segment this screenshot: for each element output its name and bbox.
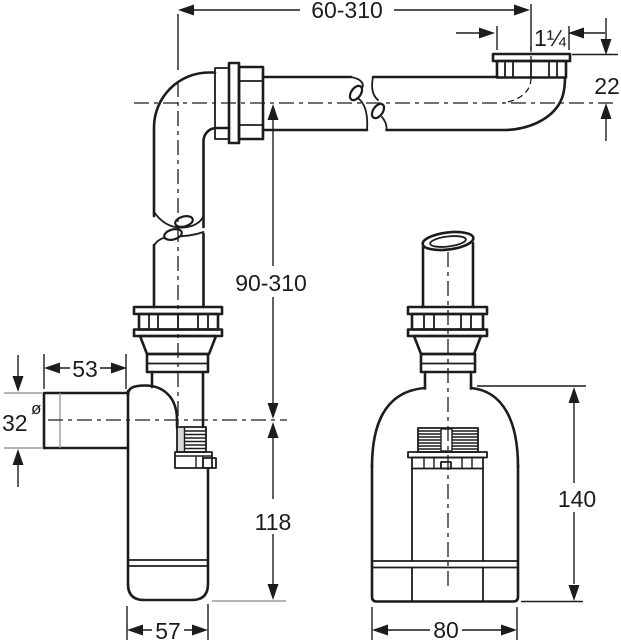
dim-inlet-length-label: 53 (72, 356, 98, 382)
bend-hidden-centerline (502, 77, 532, 104)
arrowhead-down (568, 585, 580, 601)
break-curl (163, 228, 183, 241)
body-dome (126, 384, 179, 429)
arrowhead-right (514, 4, 530, 16)
horizontal-pipe (261, 75, 508, 132)
thread-ridges (183, 427, 206, 452)
pipe-into-dome (423, 370, 473, 390)
dim-side-width-label: 57 (155, 618, 181, 642)
trap-dome-front (370, 386, 520, 603)
thread-shade (177, 428, 185, 451)
arrowhead-left (372, 624, 388, 636)
extension-lines-gray (4, 392, 42, 449)
dim-adjustable-height-label: 90-310 (235, 270, 307, 296)
arrowhead-right (111, 362, 127, 374)
nut-facets (423, 313, 472, 331)
pipe-open-end-outer (421, 230, 475, 252)
arrowhead-up (568, 387, 580, 403)
dim-top-span-label: 60-310 (311, 0, 383, 23)
right-bend-pipe (502, 76, 567, 132)
extension-lines (496, 26, 570, 50)
dimension-side-height: 118 (212, 422, 292, 602)
thread-key-slot (440, 428, 453, 452)
arrowhead-down (267, 403, 279, 419)
inner-tube-edges (411, 467, 484, 602)
left-elbow-fitting (152, 67, 231, 229)
dimension-drop-height: 22 (572, 18, 620, 141)
dome-left-curve (370, 386, 427, 469)
dome-right-curve (469, 386, 520, 469)
break-curve (371, 76, 379, 101)
arrowhead-left (44, 362, 60, 374)
locknut-body (174, 451, 213, 469)
pipe-open-end-inner (429, 235, 467, 248)
cup-joint-lines (127, 559, 209, 567)
trap-body-side (126, 384, 210, 602)
cup-joint-lines (371, 560, 519, 569)
dim-connection-size-label: 1¼ (534, 25, 567, 51)
dimension-adjustable-height: 90-310 (235, 104, 307, 419)
locknut-step (202, 457, 217, 469)
dimension-front-height: 140 (477, 385, 596, 603)
inlet-outline (42, 391, 130, 450)
break-curl (370, 102, 386, 120)
arrowhead-down (267, 584, 279, 600)
arrowhead-up (267, 104, 279, 120)
elbow-outer-edge (152, 71, 217, 218)
front-view-trap (370, 230, 520, 603)
top-pipe-assembly (134, 46, 618, 229)
arrowhead-up (600, 103, 612, 119)
dimension-inlet-diameter: 32 ø (2, 355, 42, 487)
break-curve (381, 116, 388, 131)
arrowhead-left (568, 27, 584, 39)
dim-side-height-label: 118 (255, 509, 292, 535)
arrowhead-up (12, 449, 24, 465)
body-outline (126, 389, 210, 602)
arrowhead-right (479, 27, 495, 39)
dim-front-height-label: 140 (558, 486, 596, 512)
break-curve (358, 98, 369, 131)
bend-outer-edge (504, 76, 567, 132)
extension-lines (177, 4, 532, 70)
extension-lines (371, 607, 518, 640)
inlet-pipe-front (421, 230, 475, 309)
dimension-top-span: 60-310 (177, 0, 532, 70)
dim-front-width-label: 80 (433, 617, 459, 642)
dimension-front-width: 80 (371, 607, 518, 642)
arrowhead-down (600, 39, 612, 55)
locknut-facets (423, 457, 473, 469)
pipe-break-symbol-horizontal (348, 76, 388, 131)
extension-lines (43, 354, 127, 389)
arrowhead-up (267, 422, 279, 438)
outlet-threads-side (176, 426, 207, 453)
pipe-edges (421, 241, 475, 309)
dome-sides-bottom (370, 463, 520, 603)
break-curl (174, 215, 194, 228)
extension-lines (477, 385, 586, 603)
locknut-tab (440, 461, 452, 470)
pipe-break-symbol-vertical (153, 211, 205, 247)
dim-inlet-diameter-label: 32 (2, 410, 28, 436)
elbow-inner-edge (202, 126, 231, 229)
extension-lines (126, 604, 209, 640)
dimension-inlet-length: 53 (43, 354, 127, 389)
nut-facet-lines (238, 80, 264, 126)
dimension-connection-size: 1¼ (456, 25, 605, 51)
dim-drop-height-label: 22 (594, 73, 620, 99)
side-view-trap (42, 82, 287, 602)
locknut-side (174, 451, 217, 469)
break-curl (348, 84, 364, 102)
arrowhead-left (127, 624, 143, 636)
arrowhead-right (501, 624, 517, 636)
arrowhead-left (178, 4, 194, 16)
vertical-inlet-pipe (152, 232, 205, 309)
arrowhead-right (192, 624, 208, 636)
dim-diameter-symbol: ø (31, 399, 41, 418)
dimension-side-width: 57 (126, 604, 209, 642)
arrowhead-down (12, 376, 24, 392)
